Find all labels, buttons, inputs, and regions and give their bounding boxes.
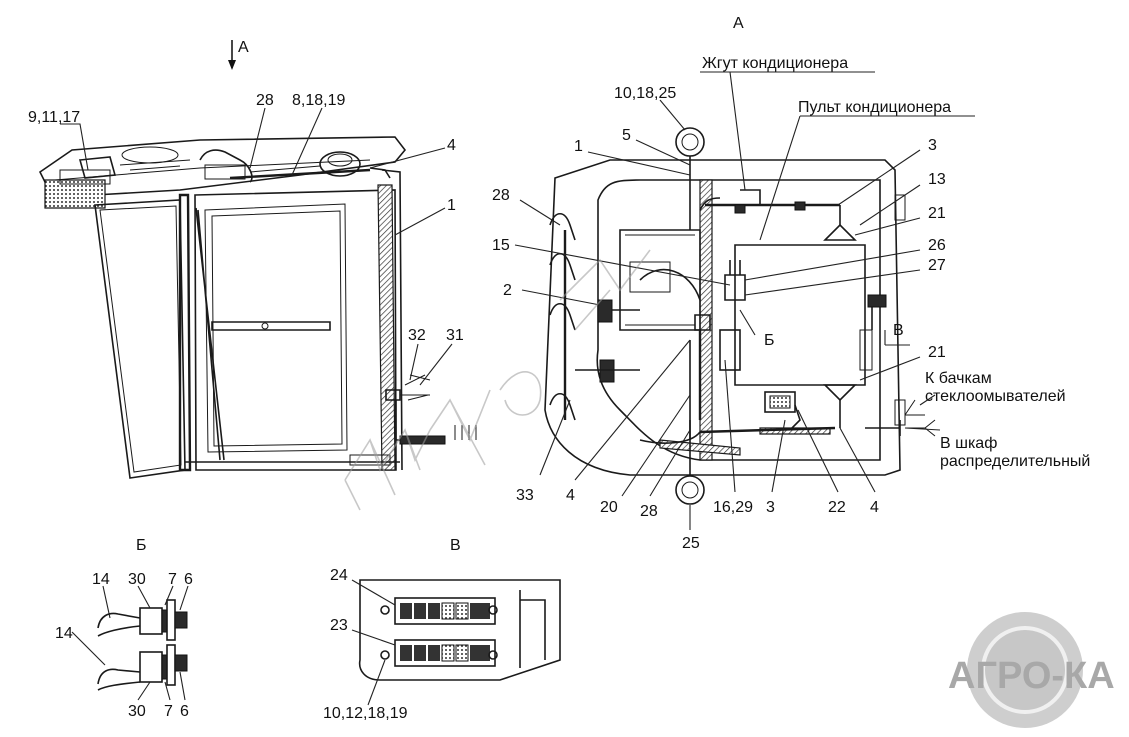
callout: 7 [168,571,177,588]
callout: 3 [928,137,937,154]
callout: 13 [928,171,946,188]
callout: 25 [682,535,700,552]
text-labels: Жгут кондиционера Пульт кондиционера К б… [702,55,1090,470]
agroka-logo [967,612,1083,728]
watermark [344,249,651,511]
callout: 1 [574,138,583,155]
detail-v [351,579,561,706]
cab-top-view [544,127,936,505]
right-leaders [514,71,975,530]
washer-label-2: стеклоомывателей [925,388,1066,405]
callout: 1 [447,197,456,214]
detail-b [71,585,189,701]
callout: 23 [330,617,348,634]
air-vents [549,212,701,421]
callout: 14 [55,625,73,642]
callout: 21 [928,344,946,361]
control-panel-label: Пульт кондиционера [798,99,951,116]
callout: 15 [492,237,510,254]
harness-label: Жгут кондиционера [702,55,848,72]
view-v-title: В [450,537,461,554]
callout: 10,12,18,19 [323,705,408,722]
section-b-mark: Б [764,332,775,349]
callout: 24 [330,567,348,584]
cabinet-label-1: В шкаф [940,435,997,452]
callout: 2 [503,282,512,299]
callout: 4 [870,499,879,516]
callout: 4 [566,487,575,504]
callout: 8,18,19 [292,92,345,109]
callout: 33 [516,487,534,504]
left-leaders [60,40,453,386]
callout: 27 [928,257,946,274]
callout: 30 [128,571,146,588]
callout: 28 [640,503,658,520]
cab-side-view [38,136,477,479]
view-a-arrow-label: А [238,39,249,56]
callout: 31 [446,327,464,344]
section-v-mark: В [893,322,904,339]
callout: 10,18,25 [614,85,676,102]
view-b-title: Б [136,537,147,554]
washer-label-1: К бачкам [925,370,992,387]
callout: 7 [164,703,173,720]
callout: 20 [600,499,618,516]
callout: 6 [180,703,189,720]
callouts-v: 24 23 10,12,18,19 [323,567,408,722]
cabinet-label-2: распределительный [940,453,1090,470]
callouts-left: 9,11,17 28 8,18,19 4 1 32 31 [28,92,464,344]
callouts-b: 14 30 7 6 14 30 7 6 [55,571,193,720]
callout: 26 [928,237,946,254]
callout: 32 [408,327,426,344]
callout: 30 [128,703,146,720]
callout: 28 [492,187,510,204]
callout: 9,11,17 [28,109,80,126]
callout: 6 [184,571,193,588]
view-titles: А А Б В Б В [136,15,904,554]
callout: 21 [928,205,946,222]
callouts-right: 10,18,25 5 1 28 15 2 3 13 21 26 27 21 33… [492,85,946,552]
callout: 4 [447,137,456,154]
callout: 14 [92,571,110,588]
callout: 16,29 [713,499,753,516]
logo-text: АГРО-КА [948,655,1115,697]
callout: 28 [256,92,274,109]
detail-b-upper [97,599,188,641]
callout: 22 [828,499,846,516]
callout: 5 [622,127,631,144]
fuse-block-top [400,602,490,620]
callout: 3 [766,499,775,516]
view-a-title: А [733,15,744,32]
fuse-block-bottom [400,644,490,662]
detail-b-lower [97,644,188,691]
